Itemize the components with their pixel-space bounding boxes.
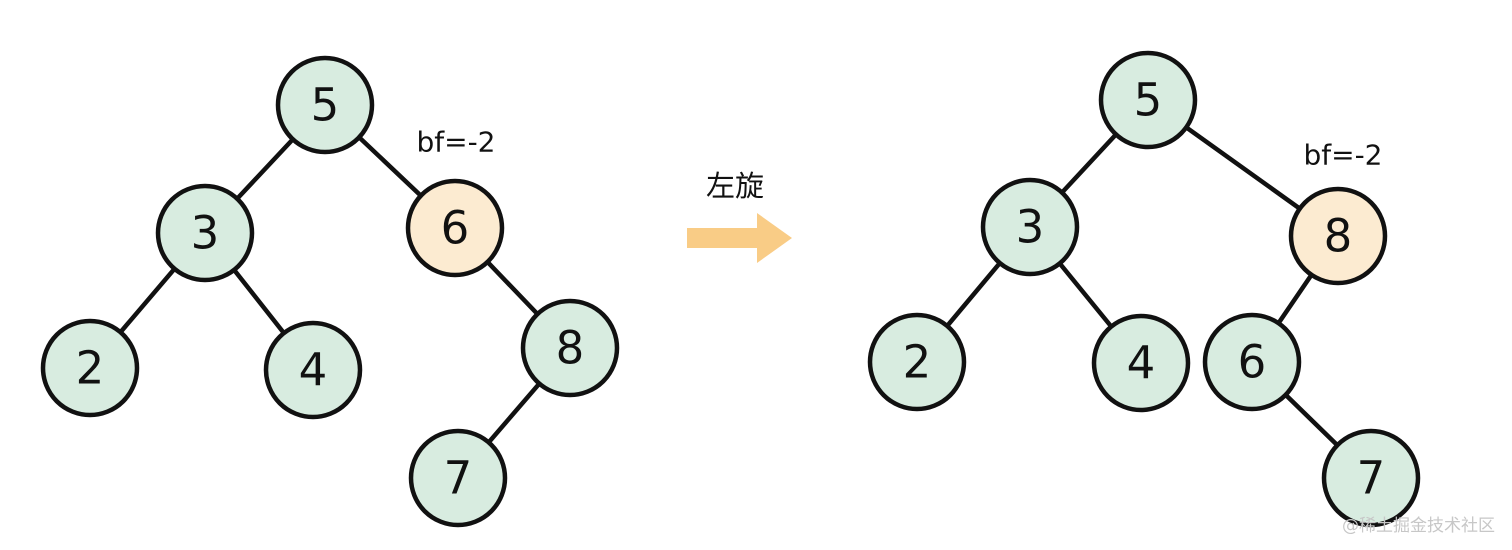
node-label-after-5: 5 <box>1134 74 1163 127</box>
node-after-7 <box>1321 428 1421 528</box>
node-label-before-2: 2 <box>76 342 105 395</box>
node-before-4 <box>263 320 363 420</box>
node-label-after-6: 6 <box>1238 336 1267 389</box>
node-before-2 <box>40 318 140 418</box>
node-label-before-6: 6 <box>441 202 470 255</box>
watermark-text: @稀土掘金技术社区 <box>1342 516 1495 536</box>
node-label-before-3: 3 <box>191 207 220 260</box>
node-label-before-5: 5 <box>311 79 340 132</box>
node-label-before-4: 4 <box>299 344 328 397</box>
node-after-4 <box>1091 313 1191 413</box>
node-label-after-4: 4 <box>1127 337 1156 390</box>
node-label-after-2: 2 <box>903 336 932 389</box>
node-label-after-7: 7 <box>1357 452 1386 505</box>
node-label-after-8: 8 <box>1324 210 1353 263</box>
node-after-8 <box>1288 186 1388 286</box>
node-after-5 <box>1098 50 1198 150</box>
node-before-6 <box>405 178 505 278</box>
rotation-arrow-icon <box>687 213 792 263</box>
node-before-7 <box>408 428 508 528</box>
node-before-8 <box>520 298 620 398</box>
node-after-2 <box>867 312 967 412</box>
node-label-after-3: 3 <box>1016 201 1045 254</box>
bf-annotation-before: bf=-2 <box>416 126 495 159</box>
node-after-3 <box>980 177 1080 277</box>
node-before-3 <box>155 183 255 283</box>
node-before-5 <box>275 55 375 155</box>
node-label-before-7: 7 <box>444 452 473 505</box>
node-after-6 <box>1202 312 1302 412</box>
bf-annotation-after: bf=-2 <box>1303 139 1382 172</box>
rotation-label: 左旋 <box>706 169 764 203</box>
node-label-before-8: 8 <box>556 322 585 375</box>
